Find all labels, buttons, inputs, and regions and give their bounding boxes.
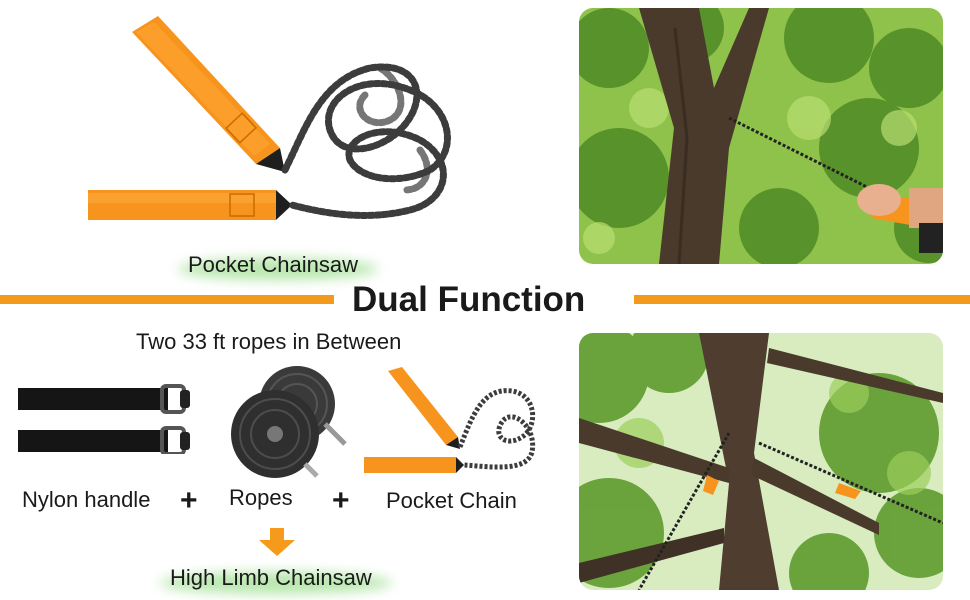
result-caption-glow [160, 572, 392, 594]
ropes-note: Two 33 ft ropes in Between [136, 329, 402, 354]
chain [281, 63, 451, 219]
chain-strap-upper [388, 367, 460, 449]
pocket-chain-image [364, 367, 536, 473]
pocket-chainsaw-image [88, 16, 451, 220]
top-caption: Pocket Chainsaw [188, 252, 358, 277]
component-label-ropes: Ropes [229, 485, 293, 510]
component-label-pocket-chain: Pocket Chain [386, 488, 517, 513]
divider-right [634, 295, 970, 304]
nylon-handle-image [18, 384, 190, 454]
chain-strap-lower [364, 457, 464, 473]
component-label-nylon-handle: Nylon handle [22, 487, 151, 512]
nylon-strap-lower [18, 426, 190, 454]
divider-left [0, 295, 334, 304]
tree-cutting-photo-top [579, 8, 943, 264]
result-caption: High Limb Chainsaw [170, 565, 372, 590]
down-arrow-icon [259, 528, 295, 556]
top-caption-glow [178, 258, 378, 280]
nylon-strap-upper [18, 384, 190, 414]
chain-links [457, 388, 536, 470]
upper-strap [132, 16, 285, 172]
ropes-image [231, 366, 347, 478]
rope-coil-front [231, 390, 319, 478]
tree-cutting-photo-bottom [579, 333, 943, 590]
lower-strap [88, 190, 292, 220]
plus-operator-2: + [332, 484, 350, 517]
headline: Dual Function [352, 280, 586, 319]
plus-operator-1: + [180, 484, 198, 517]
